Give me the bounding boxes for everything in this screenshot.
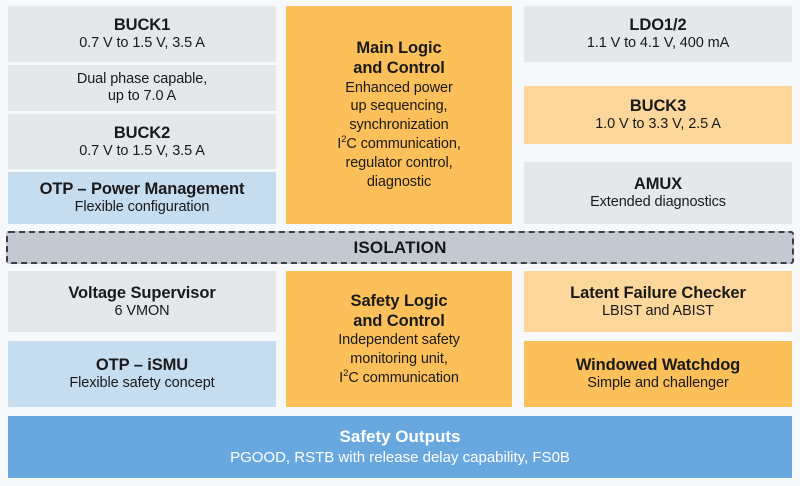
block-title: Latent Failure Checker: [570, 283, 746, 302]
block-subtitle-line: diagnostic: [366, 173, 432, 190]
block-subtitle: 1.0 V to 3.3 V, 2.5 A: [595, 116, 721, 133]
block-voltage-supervisor: Voltage Supervisor 6 VMON: [8, 271, 276, 332]
block-dual-phase: Dual phase capable, up to 7.0 A: [8, 65, 276, 111]
block-subtitle-line: Independent safety: [338, 331, 460, 348]
block-subtitle: 0.7 V to 1.5 V, 3.5 A: [79, 142, 205, 159]
block-subtitle: Flexible configuration: [74, 199, 210, 216]
block-otp-power-management: OTP – Power Management Flexible configur…: [8, 172, 276, 224]
block-otp-ismu: OTP – iSMU Flexible safety concept: [8, 341, 276, 407]
block-title: LDO1/2: [629, 16, 687, 35]
block-latent-failure-checker: Latent Failure Checker LBIST and ABIST: [524, 271, 792, 332]
block-subtitle: LBIST and ABIST: [602, 302, 714, 319]
block-title: BUCK3: [629, 97, 687, 116]
block-subtitle-line: up sequencing,: [350, 98, 448, 115]
block-title: Main Logic and Control: [353, 39, 445, 78]
block-subtitle: Simple and challenger: [587, 375, 729, 392]
block-amux: AMUX Extended diagnostics: [524, 162, 792, 224]
block-buck1: BUCK1 0.7 V to 1.5 V, 3.5 A: [8, 6, 276, 62]
block-title: OTP – iSMU: [95, 356, 189, 375]
block-subtitle: 6 VMON: [114, 302, 170, 319]
block-title: Voltage Supervisor: [68, 283, 216, 302]
isolation-label: ISOLATION: [353, 237, 447, 257]
block-title: Safety Logic and Control: [350, 291, 448, 330]
block-title: Safety Outputs: [339, 427, 461, 447]
block-subtitle-line-i2c: I2C communication,: [337, 134, 461, 153]
isolation-bar: ISOLATION: [6, 231, 794, 264]
block-subtitle: 0.7 V to 1.5 V, 3.5 A: [79, 35, 205, 52]
block-title: OTP – Power Management: [39, 180, 245, 199]
block-windowed-watchdog: Windowed Watchdog Simple and challenger: [524, 341, 792, 407]
block-title: BUCK1: [113, 16, 171, 35]
block-subtitle: Extended diagnostics: [590, 194, 726, 211]
block-subtitle: Flexible safety concept: [69, 375, 215, 392]
block-subtitle: Dual phase capable, up to 7.0 A: [76, 71, 208, 104]
block-buck2: BUCK2 0.7 V to 1.5 V, 3.5 A: [8, 114, 276, 169]
block-subtitle-line-i2c: I2C communication: [339, 367, 459, 386]
block-title: Windowed Watchdog: [575, 356, 741, 375]
block-subtitle: 1.1 V to 4.1 V, 400 mA: [586, 35, 730, 52]
block-subtitle: PGOOD, RSTB with release delay capabilit…: [230, 449, 570, 467]
block-subtitle-line: synchronization: [349, 117, 449, 134]
block-ldo1-2: LDO1/2 1.1 V to 4.1 V, 400 mA: [524, 6, 792, 62]
block-subtitle-line: Enhanced power: [345, 79, 453, 96]
block-title: AMUX: [633, 175, 683, 194]
block-safety-logic-and-control: Safety Logic and Control Independent saf…: [286, 271, 512, 407]
block-subtitle-line: monitoring unit,: [350, 350, 448, 367]
block-safety-outputs: Safety Outputs PGOOD, RSTB with release …: [8, 416, 792, 478]
block-buck3: BUCK3 1.0 V to 3.3 V, 2.5 A: [524, 86, 792, 144]
block-subtitle-line: regulator control,: [345, 154, 453, 171]
block-main-logic-and-control: Main Logic and Control Enhanced power up…: [286, 6, 512, 224]
block-title: BUCK2: [113, 123, 171, 142]
